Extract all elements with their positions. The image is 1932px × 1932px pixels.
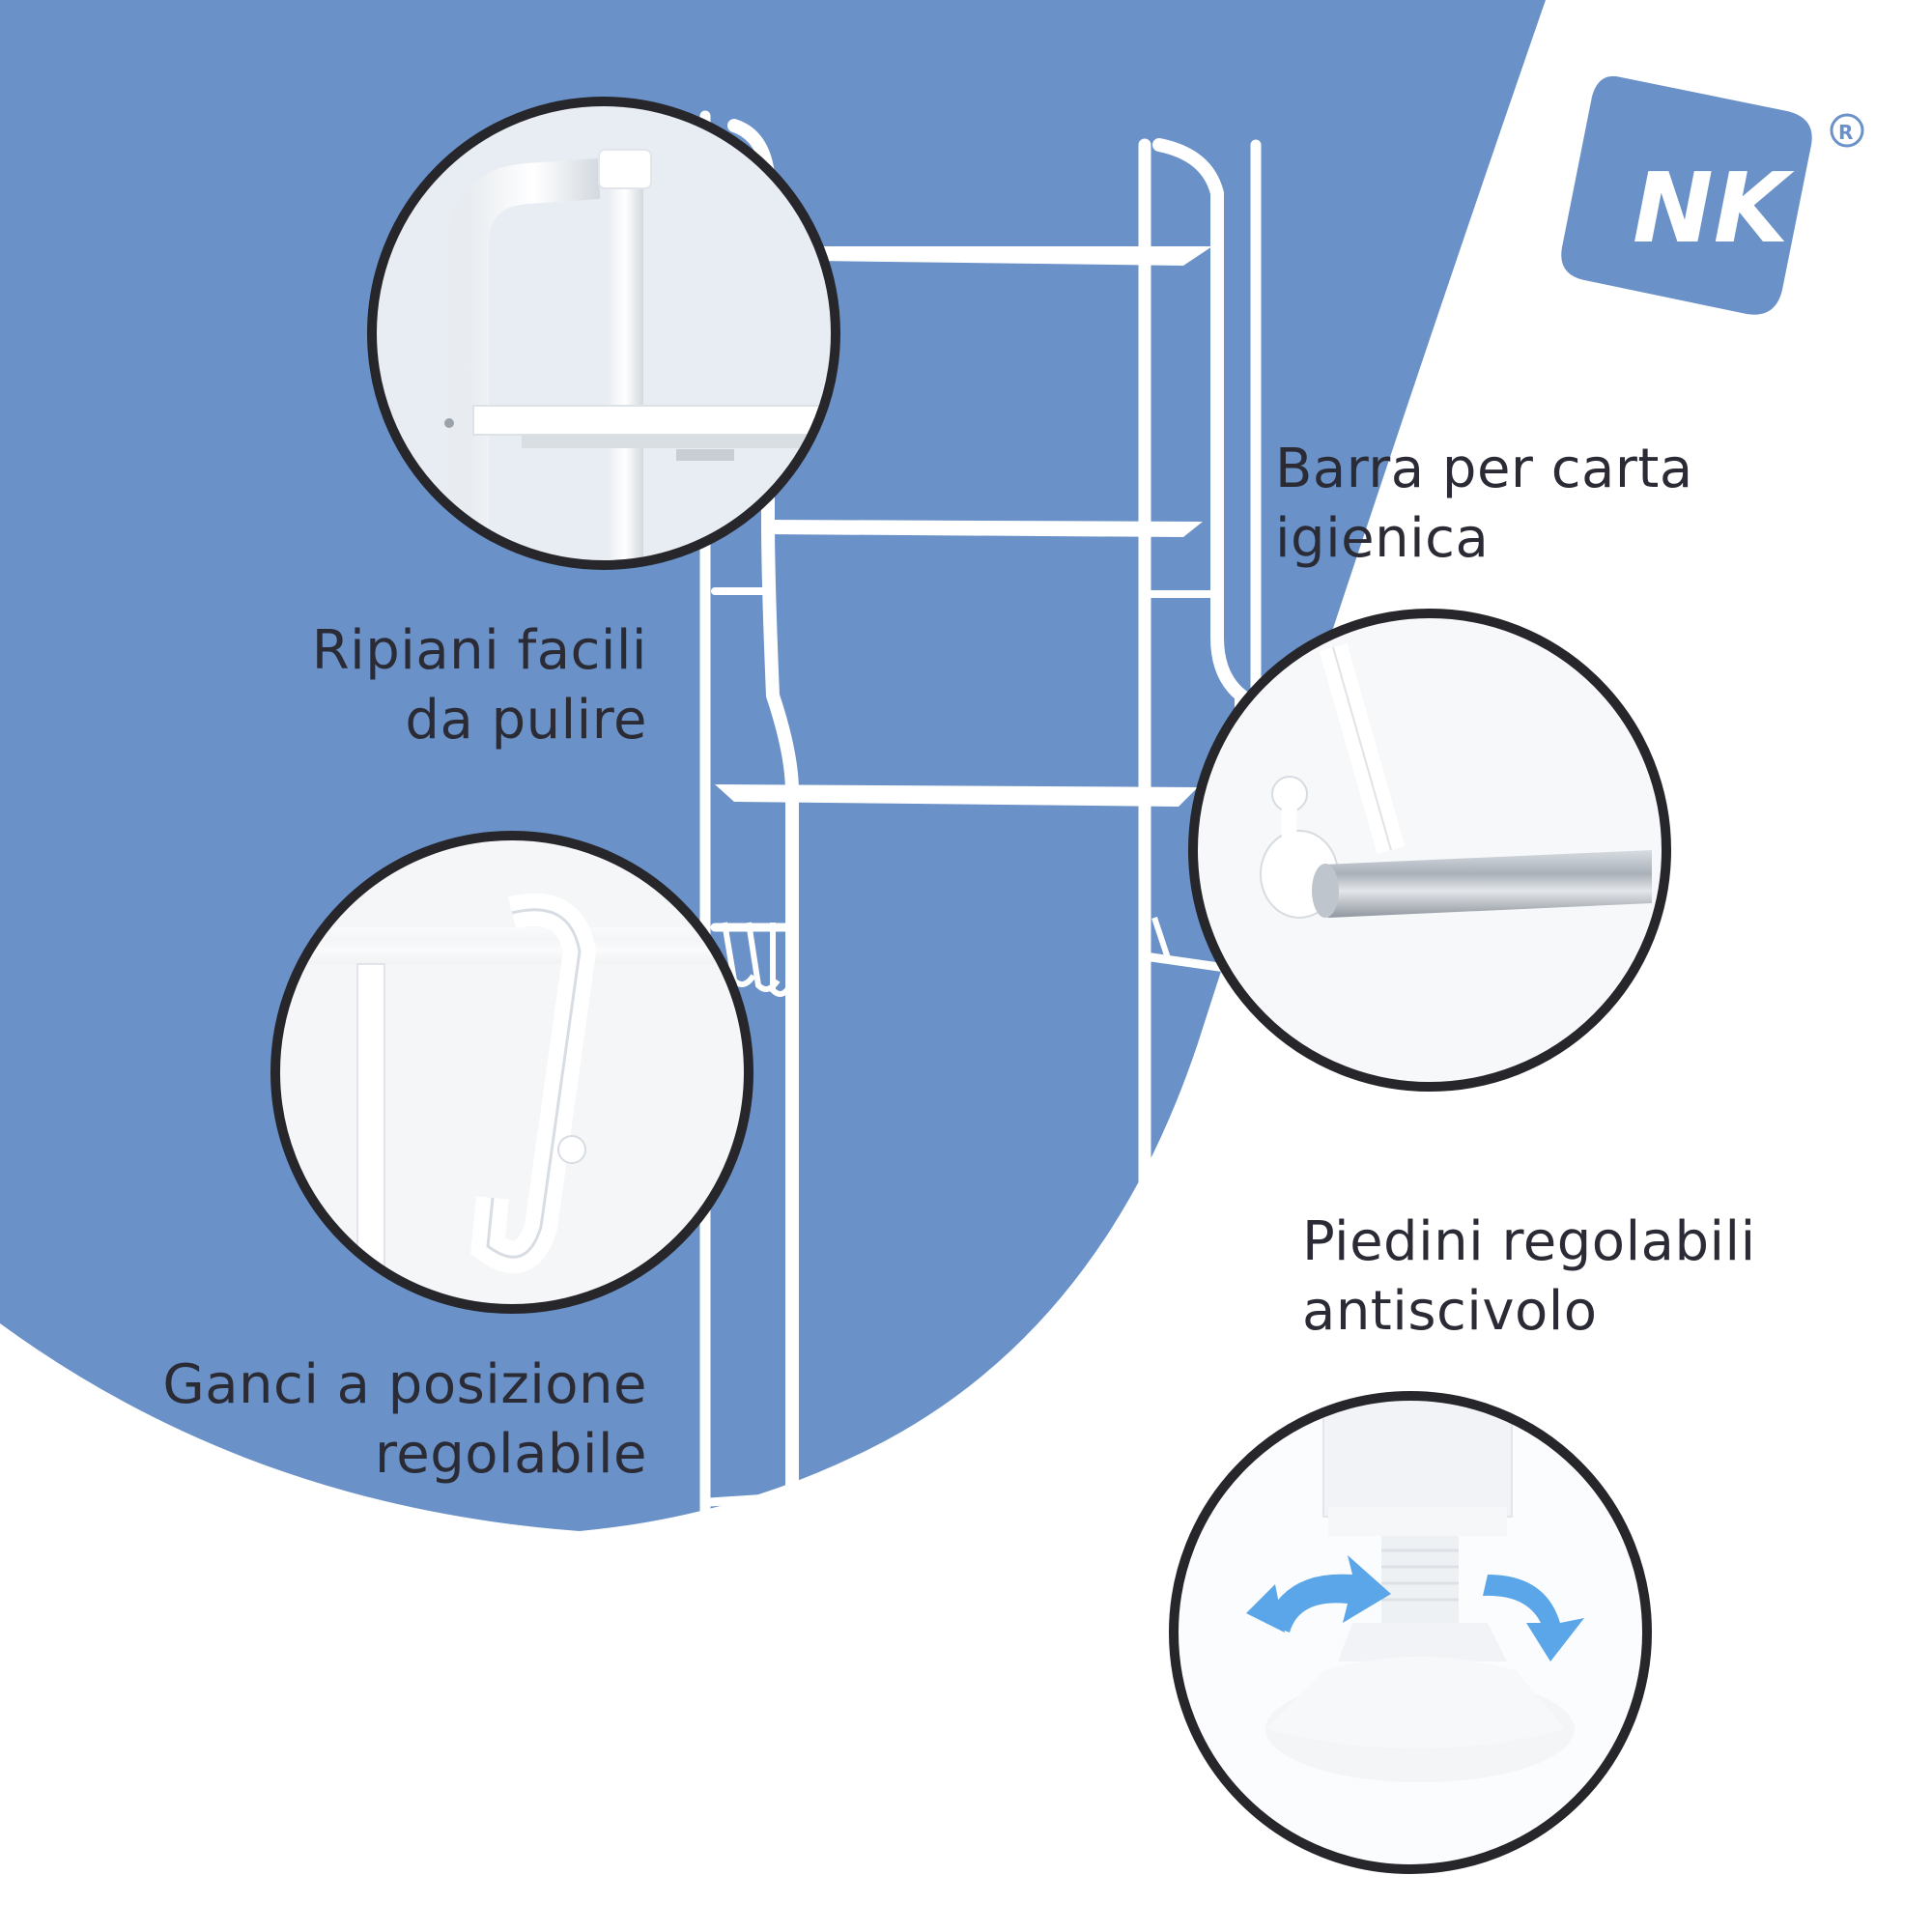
nk-logo-icon: NK R [1561,75,1864,315]
toilet-paper-bar-icon [1188,609,1671,1092]
feature-label-line: Ganci a posizione [162,1353,647,1416]
feature-label-line: da pulire [405,689,647,752]
rack-hooks [722,917,1172,997]
feature-label-line: Barra per carta [1275,438,1693,500]
shelves [715,246,1212,807]
feature-label-shelves: Ripiani facili da pulire [145,616,647,755]
feature-label-paper-bar: Barra per carta igienica [1275,435,1855,574]
hook-detail-icon [270,831,753,1314]
feature-label-line: igienica [1275,507,1490,570]
feature-label-line: regolabile [374,1423,647,1486]
feature-label-line: Ripiani facili [311,619,647,682]
feature-label-feet: Piedini regolabili antiscivolo [1302,1208,1882,1347]
feature-label-line: Piedini regolabili [1302,1210,1756,1273]
feature-label-hooks: Ganci a posizione regolabile [87,1350,647,1490]
shelf-detail-icon [367,97,840,570]
feature-label-line: antiscivolo [1302,1280,1598,1343]
adjustable-foot-icon [1169,1391,1652,1874]
rotation-arrow-icon [1246,1555,1584,1662]
logo-text: NK [1633,152,1795,265]
registered-mark: R [1838,121,1853,144]
rack-feet [697,1719,1252,1828]
